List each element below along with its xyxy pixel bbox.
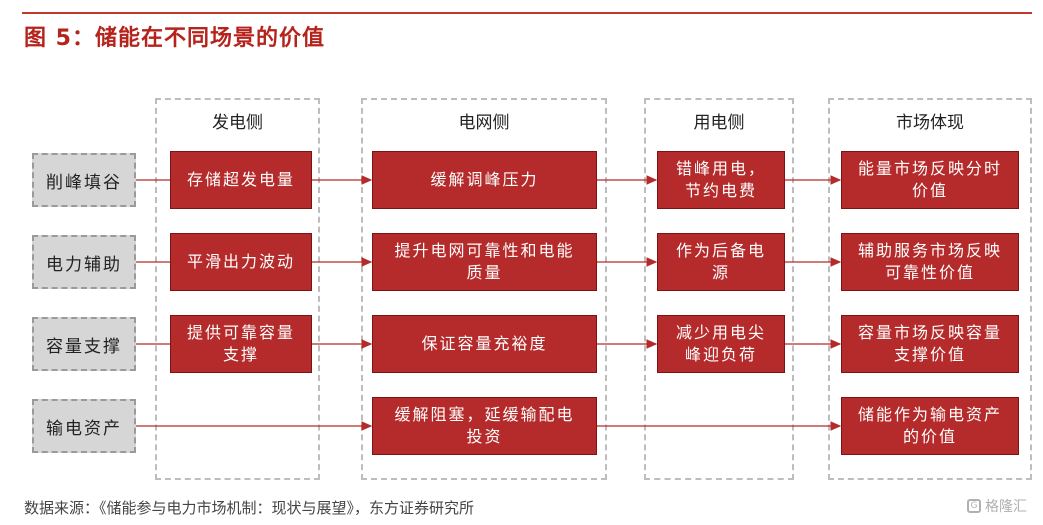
source-note: 数据来源：《储能参与电力市场机制：现状与展望》，东方证券研究所 [24,499,475,517]
cell-transmission-market: 储能作为输电资产的价值 [841,397,1019,455]
row-label-peak-shaving: 削峰填谷 [32,153,136,207]
cell-transmission-grid: 缓解阻塞，延缓输配电投资 [372,397,597,455]
column-header-grid: 电网侧 [458,113,510,133]
cell-capacity-market: 容量市场反映容量支撑价值 [841,315,1019,373]
cell-peak-market: 能量市场反映分时价值 [841,151,1019,209]
column-header-generation: 发电侧 [212,113,263,133]
watermark-logo-icon: G [967,499,981,513]
column-frame-market [828,98,1032,480]
cell-peak-grid: 缓解调峰压力 [372,151,597,209]
row-label-transmission: 输电资产 [32,399,136,453]
cell-ancillary-generation: 平滑出力波动 [170,233,312,291]
column-frame-generation [155,98,320,480]
cell-ancillary-consumption: 作为后备电源 [657,233,785,291]
column-frame-consumption [644,98,794,480]
cell-peak-consumption: 错峰用电，节约电费 [657,151,785,209]
column-frame-grid [361,98,607,480]
cell-capacity-generation: 提供可靠容量支撑 [170,315,312,373]
row-label-capacity: 容量支撑 [32,317,136,371]
column-header-market: 市场体现 [896,113,964,133]
column-header-consumption: 用电侧 [693,113,745,133]
cell-ancillary-market: 辅助服务市场反映可靠性价值 [841,233,1019,291]
cell-ancillary-grid: 提升电网可靠性和电能质量 [372,233,597,291]
page-title: 图 5：储能在不同场景的价值 [24,26,325,51]
row-label-ancillary: 电力辅助 [32,235,136,289]
top-rule [22,12,1032,14]
watermark: G 格隆汇 [967,496,1027,516]
cell-peak-generation: 存储超发电量 [170,151,312,209]
cell-capacity-consumption: 减少用电尖峰迎负荷 [657,315,785,373]
watermark-text: 格隆汇 [985,499,1027,515]
cell-capacity-grid: 保证容量充裕度 [372,315,597,373]
